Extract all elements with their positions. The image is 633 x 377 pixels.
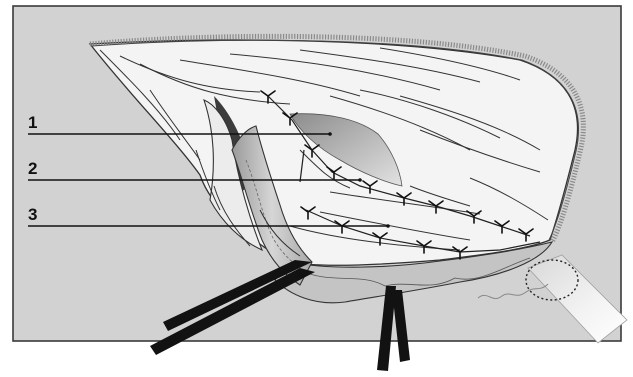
callout-2-label: 2 — [28, 159, 37, 178]
callout-3-label: 3 — [28, 205, 37, 224]
callout-1-label: 1 — [28, 113, 37, 132]
